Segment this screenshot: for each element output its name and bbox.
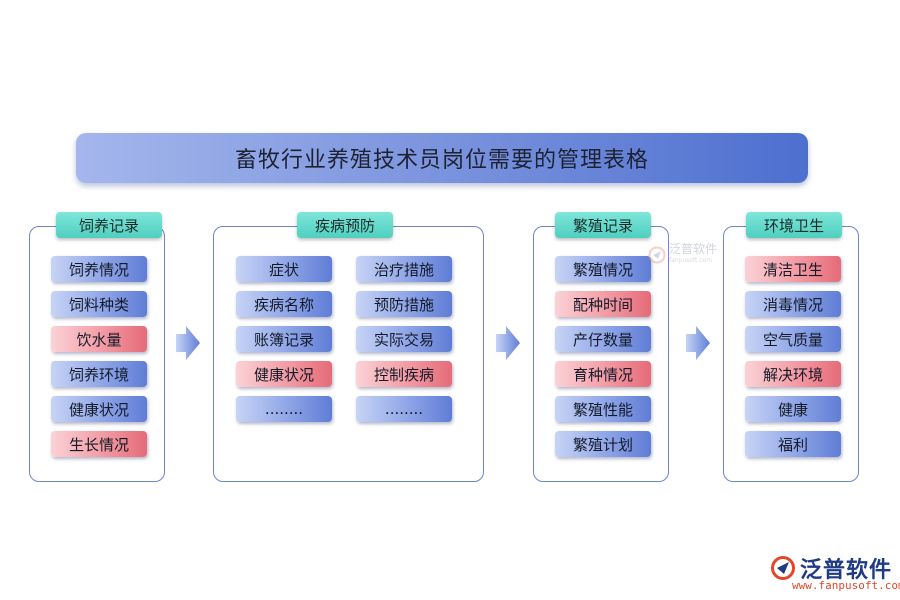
list-item: 配种时间 <box>555 291 651 317</box>
panel-label-breeding: 繁殖记录 <box>555 212 651 238</box>
fanpu-logo-icon <box>648 246 666 264</box>
list-item: 清洁卫生 <box>745 256 841 282</box>
list-item: 健康状况 <box>236 361 332 387</box>
list-item: 账簿记录 <box>236 326 332 352</box>
list-item: 生长情况 <box>51 431 147 457</box>
list-item: 饲养环境 <box>51 361 147 387</box>
list-item: 育种情况 <box>555 361 651 387</box>
list-item: 控制疾病 <box>356 361 452 387</box>
watermark-small-name: 泛普软件 <box>669 242 718 256</box>
list-item: 空气质量 <box>745 326 841 352</box>
list-item: 实际交易 <box>356 326 452 352</box>
list-item: 健康状况 <box>51 396 147 422</box>
watermark-url: www.fanpusoft.com <box>792 579 900 592</box>
list-item: 饲养情况 <box>51 256 147 282</box>
list-item: 健康 <box>745 396 841 422</box>
list-item: 繁殖情况 <box>555 256 651 282</box>
list-item: 预防措施 <box>356 291 452 317</box>
list-item: ........ <box>356 396 452 422</box>
arrow-right-icon <box>686 326 710 360</box>
list-item: 饲料种类 <box>51 291 147 317</box>
watermark-logo: 泛普软件 <box>770 552 892 584</box>
list-item: 饮水量 <box>51 326 147 352</box>
list-item: 福利 <box>745 431 841 457</box>
arrow-right-icon <box>176 326 200 360</box>
panel-label-disease: 疾病预防 <box>297 212 393 238</box>
list-item: 繁殖计划 <box>555 431 651 457</box>
watermark-name: 泛普软件 <box>800 558 893 583</box>
list-item: 疾病名称 <box>236 291 332 317</box>
list-item: 繁殖性能 <box>555 396 651 422</box>
list-item: 消毒情况 <box>745 291 841 317</box>
watermark-small-sub: fanpusoft.com <box>669 257 713 264</box>
list-item: ........ <box>236 396 332 422</box>
panel-label-environment: 环境卫生 <box>746 212 842 238</box>
fanpu-logo-icon <box>771 556 795 580</box>
list-item: 症状 <box>236 256 332 282</box>
diagram-title: 畜牧行业养殖技术员岗位需要的管理表格 <box>76 133 808 183</box>
panel-label-feeding: 饲养记录 <box>56 212 162 238</box>
list-item: 解决环境 <box>745 361 841 387</box>
list-item: 治疗措施 <box>356 256 452 282</box>
arrow-right-icon <box>496 326 520 360</box>
list-item: 产仔数量 <box>555 326 651 352</box>
